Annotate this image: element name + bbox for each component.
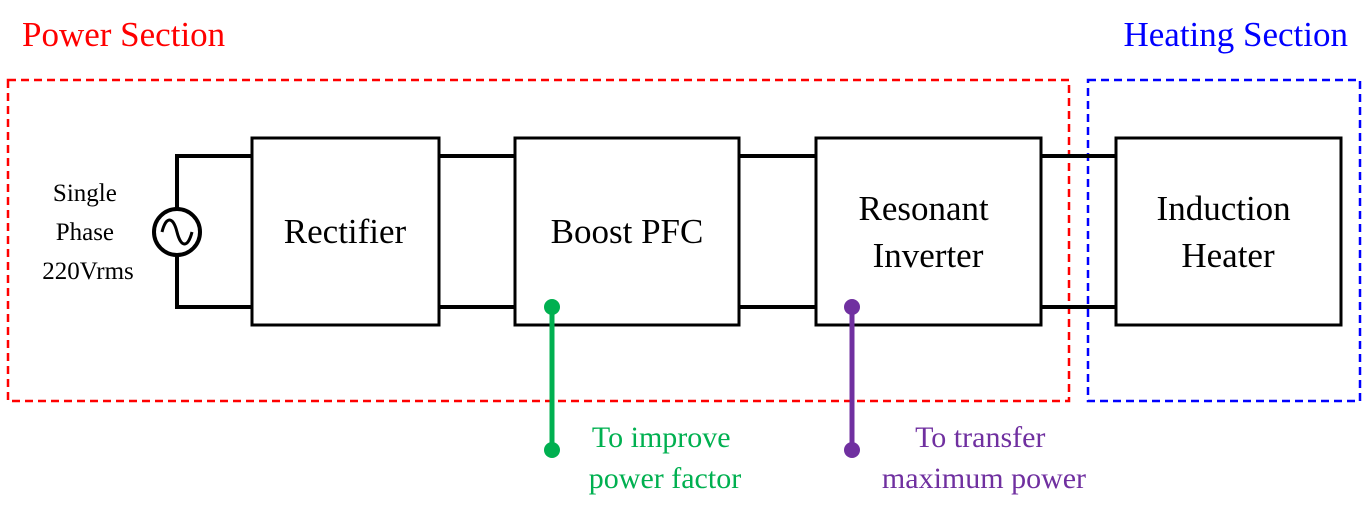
boost-pfc-label: Boost PFC [551,212,704,251]
inverter-annotation-line: maximum power [882,462,1086,495]
ac-source-icon [152,207,202,257]
inverter-annotation: To transfer maximum power [882,421,1086,495]
induction-heater-label-line: Induction [1157,189,1291,228]
pfc-annotation-line: To improve [592,421,731,454]
boost-pfc-block: Boost PFC [513,136,741,327]
source-label-line: Phase [56,219,114,246]
resonant-inverter-label-line: Inverter [873,236,984,275]
inverter-pointer [844,299,860,458]
source-wire-top [175,154,252,208]
source-wire-bottom [175,256,252,309]
induction-heater-label: Induction Heater [1157,189,1300,275]
power-section-boundary [6,78,1071,403]
pfc-annotation-line: power factor [589,462,741,495]
induction-heater-label-line: Heater [1181,236,1275,275]
pfc-pointer [544,299,560,458]
induction-heater-block: Induction Heater [1114,136,1343,327]
source-label: Single Phase 220Vrms [42,180,134,285]
heating-section-title: Heating Section [1123,15,1348,54]
rectifier-label: Rectifier [284,212,407,251]
connection-wires [175,154,1116,309]
resonant-inverter-label: Resonant Inverter [858,189,997,275]
power-section-title: Power Section [22,15,225,54]
rectifier-block: Rectifier [250,136,441,327]
heating-section-boundary [1086,78,1362,403]
inverter-annotation-line: To transfer [915,421,1045,454]
resonant-inverter-label-line: Resonant [858,189,989,228]
source-label-line: 220Vrms [42,258,134,285]
source-label-line: Single [53,180,117,207]
pfc-annotation: To improve power factor [589,421,741,495]
resonant-inverter-block: Resonant Inverter [814,136,1043,327]
